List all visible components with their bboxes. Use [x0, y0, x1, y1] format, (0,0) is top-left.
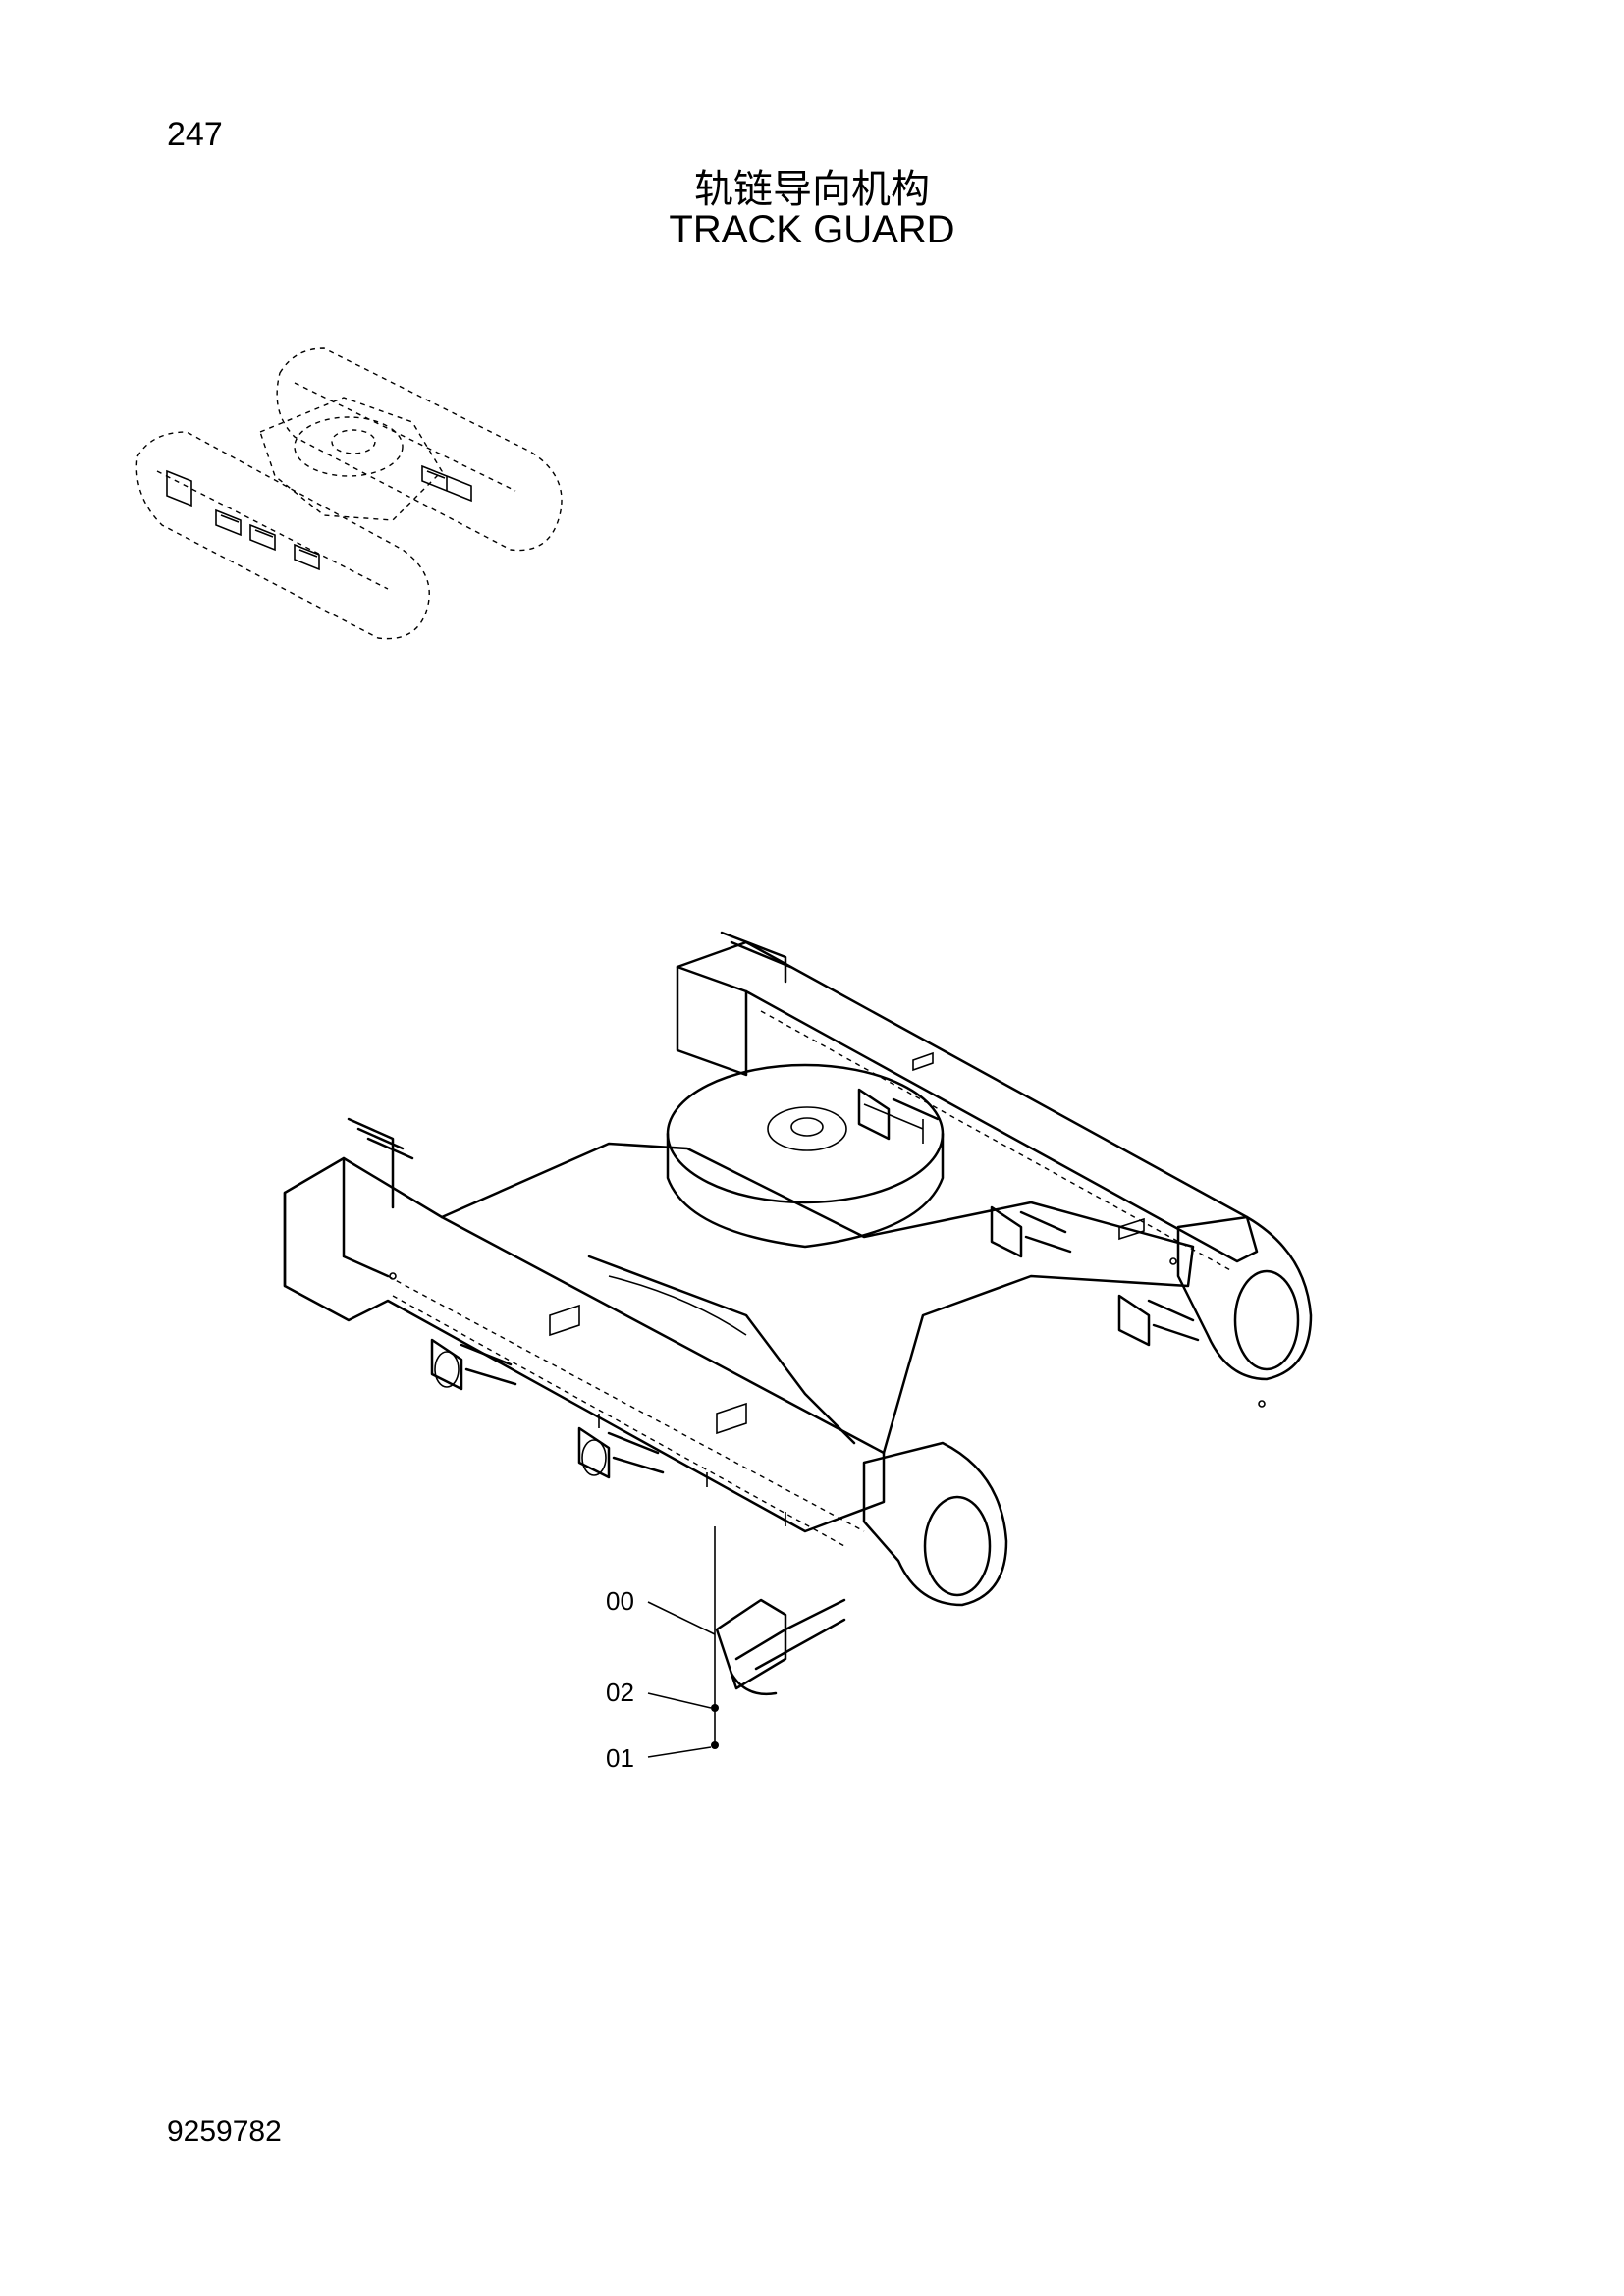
- callout-00: 00: [606, 1586, 634, 1616]
- page-number: 247: [167, 116, 223, 153]
- document-number: 9259782: [167, 2115, 282, 2148]
- callout-01: 01: [606, 1743, 634, 1773]
- overview-undercarriage: [135, 347, 563, 640]
- title-english: TRACK GUARD: [669, 208, 955, 251]
- main-undercarriage: [283, 931, 1313, 1607]
- exploded-track-guard: [647, 1526, 846, 1758]
- callout-02: 02: [606, 1678, 634, 1707]
- title-chinese: 轨链导向机构: [694, 167, 930, 212]
